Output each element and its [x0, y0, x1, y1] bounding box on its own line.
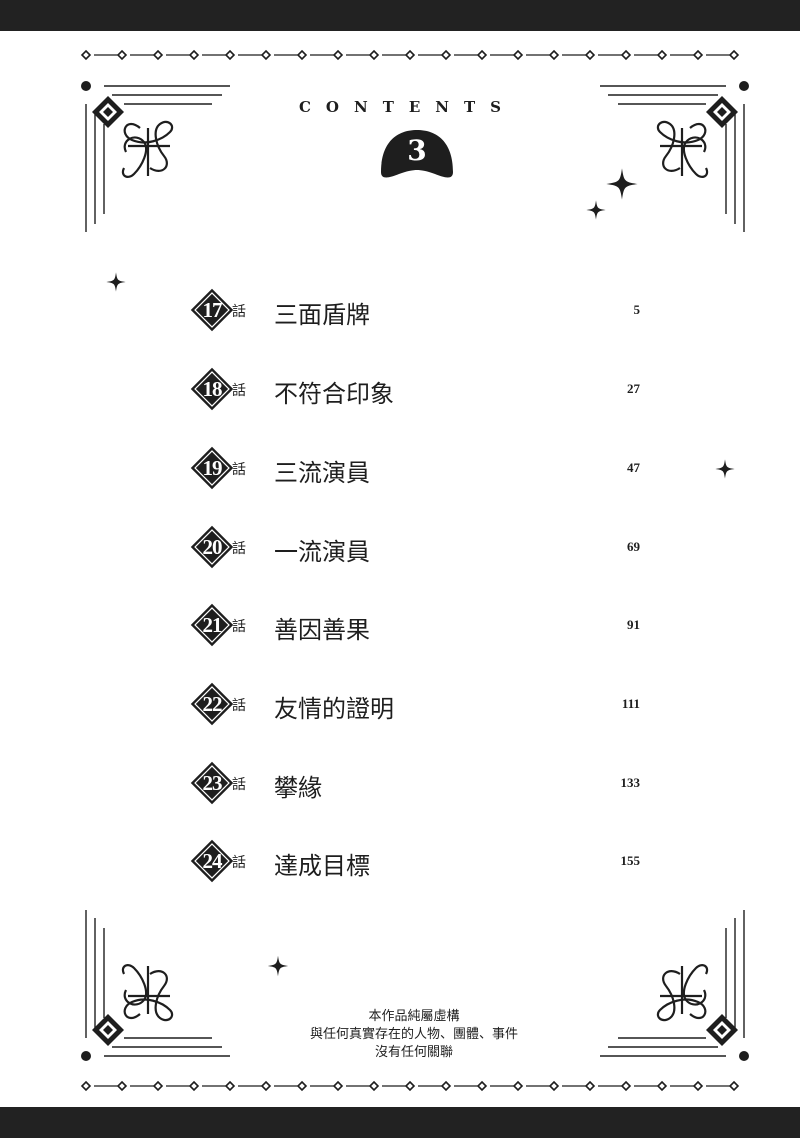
- toc-entry[interactable]: 22 話 友情的證明 111: [0, 679, 800, 729]
- bottom-border-band: [0, 1107, 800, 1138]
- chapter-number: 19: [202, 456, 223, 480]
- chapter-number: 18: [202, 377, 223, 401]
- chapter-suffix: 話: [232, 619, 246, 635]
- volume-number: 3: [407, 134, 427, 167]
- volume-badge-icon: [381, 130, 453, 178]
- chapter-page-number: 69: [627, 539, 640, 554]
- contents-heading: CONTENTS: [298, 98, 517, 116]
- toc-entry[interactable]: 19 話 三流演員 47: [0, 443, 800, 493]
- chapter-number-badge-icon: [190, 839, 234, 883]
- toc-entry[interactable]: 18 話 不符合印象 27: [0, 364, 800, 414]
- chapter-number: 22: [202, 692, 223, 716]
- chapter-title: 三流演員: [274, 459, 370, 487]
- chapter-number-badge-icon: [190, 525, 234, 569]
- disclaimer-line: 沒有任何關聯: [374, 1045, 453, 1060]
- chapter-number-badge-icon: [190, 288, 234, 332]
- disclaimer-line: 本作品純屬虛構: [368, 1009, 460, 1024]
- chapter-page-number: 27: [627, 381, 640, 396]
- chapter-number: 17: [202, 298, 223, 322]
- chapter-page-number: 155: [620, 853, 641, 868]
- chapter-number: 21: [202, 613, 223, 637]
- chapter-suffix: 話: [232, 541, 246, 557]
- bottom-dotted-divider: [81, 1080, 740, 1092]
- chapter-title: 一流演員: [274, 538, 370, 566]
- chapter-page-number: 5: [633, 302, 641, 317]
- disclaimer-line: 與任何真實存在的人物、團體、事件: [309, 1027, 518, 1042]
- chapter-title: 三面盾牌: [274, 301, 370, 329]
- chapter-page-number: 47: [627, 460, 640, 475]
- chapter-title: 友情的證明: [274, 695, 394, 723]
- chapter-title: 攀緣: [274, 774, 322, 802]
- chapter-page-number: 91: [627, 617, 640, 632]
- chapter-number: 24: [202, 849, 223, 873]
- chapter-suffix: 話: [232, 777, 246, 793]
- fiction-disclaimer: 本作品純屬虛構 與任何真實存在的人物、團體、事件 沒有任何關聯: [300, 1008, 528, 1062]
- chapter-suffix: 話: [232, 383, 246, 399]
- toc-entry[interactable]: 20 話 一流演員 69: [0, 522, 800, 572]
- chapter-number: 23: [202, 771, 223, 795]
- toc-entry[interactable]: 24 話 達成目標 155: [0, 836, 800, 886]
- chapter-number: 20: [202, 535, 223, 559]
- chapter-suffix: 話: [232, 304, 246, 320]
- chapter-number-badge-icon: [190, 446, 234, 490]
- chapter-title: 善因善果: [274, 616, 370, 644]
- chapter-number-badge-icon: [190, 603, 234, 647]
- top-border-band: [0, 0, 800, 31]
- chapter-number-badge-icon: [190, 761, 234, 805]
- top-dotted-divider: [81, 49, 740, 61]
- toc-entry[interactable]: 23 話 攀緣 133: [0, 758, 800, 808]
- chapter-title: 達成目標: [274, 852, 370, 880]
- chapter-number-badge-icon: [190, 682, 234, 726]
- chapter-suffix: 話: [232, 698, 246, 714]
- chapter-number-badge-icon: [190, 367, 234, 411]
- chapter-page-number: 111: [621, 696, 640, 711]
- chapter-title: 不符合印象: [274, 380, 394, 408]
- chapter-page-number: 133: [620, 775, 641, 790]
- chapter-suffix: 話: [232, 462, 246, 478]
- chapter-suffix: 話: [232, 855, 246, 871]
- toc-entry[interactable]: 17 話 三面盾牌 5: [0, 285, 800, 335]
- toc-entry[interactable]: 21 話 善因善果 91: [0, 600, 800, 650]
